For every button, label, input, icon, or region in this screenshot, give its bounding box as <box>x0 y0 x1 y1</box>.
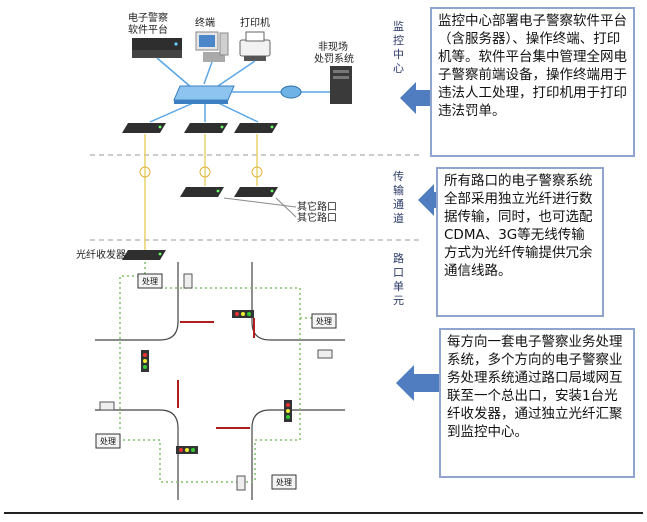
center-links <box>149 57 330 123</box>
camera-icon <box>183 273 193 289</box>
callout-monitoring-center-text: 监控中心部署电子警察软件平台（含服务器）、操作终端、打印机等。软件平台集中管理全… <box>438 13 627 119</box>
callout-transport-text: 所有路口的电子警察系统全部采用独立光纤进行数据传输，同时，也可选配CDMA、3G… <box>444 173 593 279</box>
fiber-receiver-3 <box>234 123 278 133</box>
svg-text:处理: 处理 <box>316 316 332 326</box>
camera-icon <box>99 401 115 411</box>
traffic-light-icon <box>141 350 149 372</box>
callout-intersection-text: 每方向一套电子警察业务处理系统，多个方向的电子警察业务处理系统通过路口局域网互联… <box>447 334 623 440</box>
process-box-2: 处理 <box>311 313 337 329</box>
server-icon <box>132 38 182 58</box>
zone-transport-label: 传输通道 <box>393 170 404 225</box>
terminal-icon <box>195 31 229 62</box>
terminal-label: 终端 <box>195 16 215 29</box>
process-box-3: 处理 <box>95 433 121 449</box>
arrow-left-icon <box>400 82 430 114</box>
traffic-light-icon <box>176 446 198 454</box>
router-icon <box>280 85 302 99</box>
other-road-label-1: 其它路口 <box>297 200 337 213</box>
stop-lines <box>177 318 255 429</box>
core-switch-icon <box>173 85 235 104</box>
lan-links <box>108 262 325 483</box>
road-leader-2 <box>275 197 297 218</box>
fiber-coils <box>139 166 263 178</box>
camera-icon <box>236 475 246 491</box>
road-edges <box>95 262 345 500</box>
bottom-rule <box>4 512 643 514</box>
offsite-label: 非现场 处罚系统 <box>314 40 354 65</box>
traffic-light-icon <box>232 310 254 318</box>
transport-receiver-2 <box>234 187 278 197</box>
process-box-4: 处理 <box>271 474 297 490</box>
fiber-receiver-1 <box>122 123 166 133</box>
transport-receiver-1 <box>180 187 224 197</box>
camera-icon <box>317 349 333 359</box>
svg-text:处理: 处理 <box>142 276 158 286</box>
road-leader-1 <box>223 197 297 208</box>
other-road-label-2: 其它路口 <box>297 211 337 224</box>
svg-text:处理: 处理 <box>276 477 292 487</box>
zone-intersection-label: 路口单元 <box>393 252 404 307</box>
traffic-light-icon <box>284 400 292 422</box>
callout-transport: 所有路口的电子警察系统全部采用独立光纤进行数据传输，同时，也可选配CDMA、3G… <box>436 167 604 317</box>
fiber-transceiver-label: 光纤收发器 <box>76 248 126 261</box>
intersection-fiber-receiver <box>122 250 166 260</box>
callout-monitoring-center: 监控中心部署电子警察软件平台（含服务器）、操作终端、打印机等。软件平台集中管理全… <box>430 7 635 157</box>
arrow-left-icon <box>396 365 444 401</box>
zone-monitor-label: 监控中心 <box>393 20 404 75</box>
svg-text:处理: 处理 <box>100 436 116 446</box>
offsite-server-icon <box>330 66 352 104</box>
callout-intersection: 每方向一套电子警察业务处理系统，多个方向的电子警察业务处理系统通过路口局域网互联… <box>439 328 635 478</box>
ew-platform-label: 电子警察 软件平台 <box>128 11 171 36</box>
printer-icon <box>239 31 271 61</box>
fiber-receiver-2 <box>184 123 228 133</box>
process-box-1: 处理 <box>137 273 163 289</box>
printer-label: 打印机 <box>240 16 270 29</box>
